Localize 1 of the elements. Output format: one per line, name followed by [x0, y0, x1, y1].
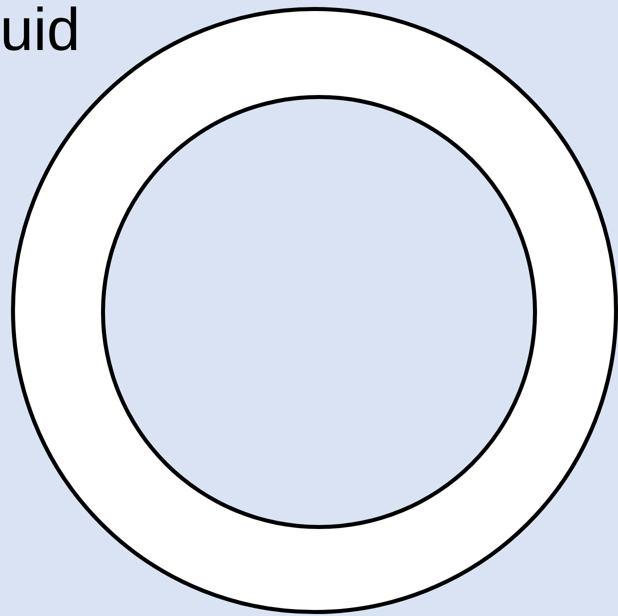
text-label: uid [0, 0, 80, 60]
